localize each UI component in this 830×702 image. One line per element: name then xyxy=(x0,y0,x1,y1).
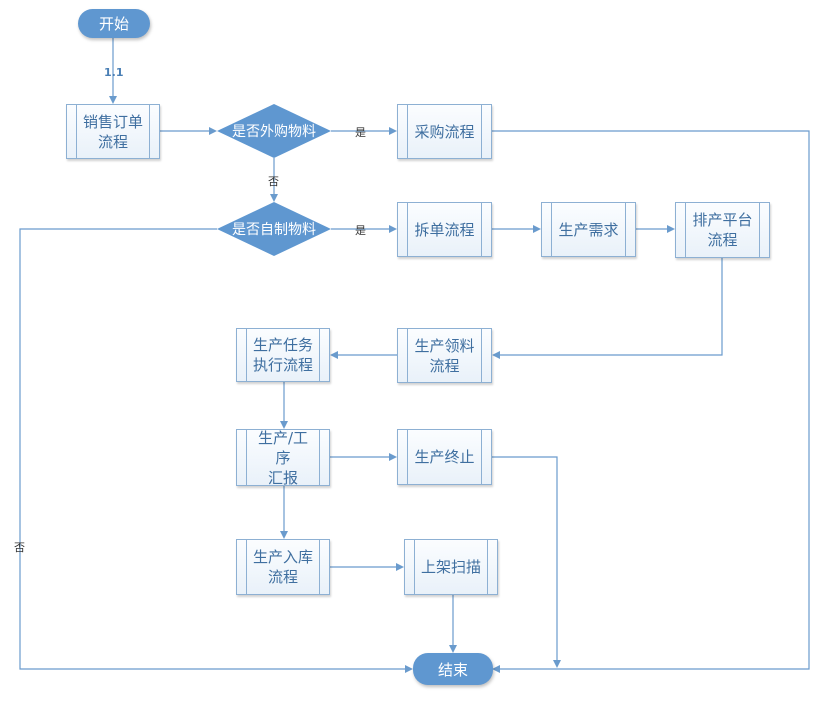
process-production-stop: 生产终止 xyxy=(397,429,492,485)
edge-label-no-outsource: 否 xyxy=(268,175,279,188)
process-purchase: 采购流程 xyxy=(397,104,492,159)
process-label: 拆单流程 xyxy=(414,220,475,239)
arrowhead xyxy=(405,665,413,673)
edge-selfmade-no xyxy=(19,228,411,670)
process-scheduling-platform: 排产平台 流程 xyxy=(675,202,770,258)
arrowhead xyxy=(492,351,500,359)
arrowhead xyxy=(330,351,338,359)
process-label: 生产终止 xyxy=(414,448,475,466)
process-task-execution: 生产任务 执行流程 xyxy=(236,328,330,382)
process-label: 生产入库 流程 xyxy=(252,548,313,586)
arrowhead xyxy=(449,645,457,653)
edge-purchase-to-end xyxy=(492,130,810,670)
edge-scheduling-to-requisition xyxy=(494,258,723,356)
process-label: 采购流程 xyxy=(414,122,475,141)
arrowhead xyxy=(396,563,404,571)
end-label: 结束 xyxy=(437,660,468,679)
process-split-order: 拆单流程 xyxy=(397,202,492,257)
decision-outsource-label: 是否外购物料 xyxy=(232,124,316,140)
decision-outsource-shape xyxy=(217,104,331,158)
arrowhead xyxy=(667,225,675,233)
arrowhead xyxy=(270,194,278,202)
arrowhead xyxy=(109,96,117,104)
edge-label-no-selfmade: 否 xyxy=(14,541,25,554)
process-label: 上架扫描 xyxy=(420,558,481,576)
process-label: 销售订单 流程 xyxy=(82,112,143,151)
end-node: 结束 xyxy=(413,653,493,685)
process-label: 生产任务 执行流程 xyxy=(252,336,313,374)
process-warehousing: 生产入库 流程 xyxy=(236,539,330,595)
arrowhead xyxy=(389,453,397,461)
start-node: 开始 xyxy=(78,9,150,38)
edge-label-yes-selfmade: 是 xyxy=(355,224,366,237)
process-material-requisition: 生产领料 流程 xyxy=(397,328,492,383)
arrowhead xyxy=(280,421,288,429)
decision-selfmade-shape xyxy=(217,202,331,256)
process-label: 生产领料 流程 xyxy=(414,336,475,375)
arrowhead xyxy=(533,225,541,233)
process-label: 排产平台 流程 xyxy=(692,211,753,249)
arrowhead xyxy=(280,531,288,539)
arrowhead xyxy=(492,665,500,673)
start-label: 开始 xyxy=(98,15,129,33)
arrowhead xyxy=(389,225,397,233)
decision-selfmade-label: 是否自制物料 xyxy=(232,222,316,238)
process-label: 生产需求 xyxy=(558,220,619,239)
process-sales-order: 销售订单 流程 xyxy=(66,104,160,159)
process-production-demand: 生产需求 xyxy=(541,202,636,257)
edge-label-yes-outsource: 是 xyxy=(355,126,366,139)
edge-label-step: 1.1 xyxy=(104,66,124,79)
process-label: 生产/工序 汇报 xyxy=(257,428,309,487)
arrowhead xyxy=(389,127,397,135)
process-report: 生产/工序 汇报 xyxy=(236,428,330,487)
edge-stop-down xyxy=(492,456,558,664)
process-shelving-scan: 上架扫描 xyxy=(404,539,498,595)
arrowhead xyxy=(553,660,561,668)
arrowhead xyxy=(209,127,217,135)
